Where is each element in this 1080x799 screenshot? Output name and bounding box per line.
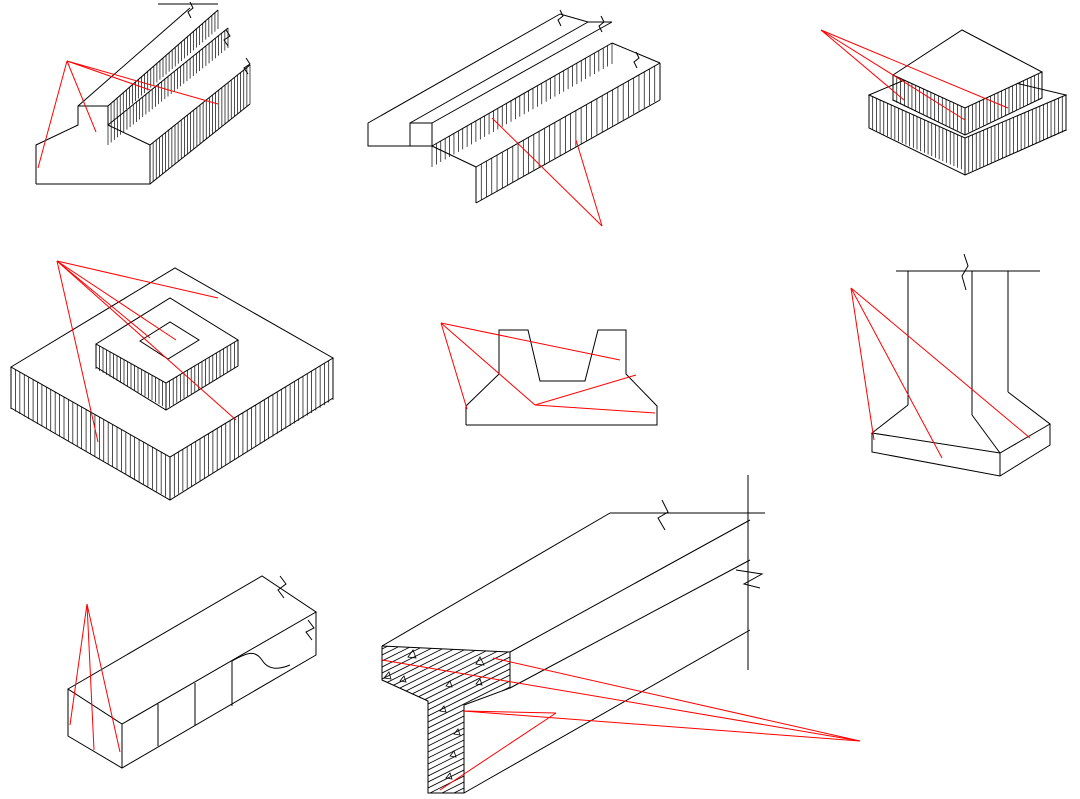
leader-lines (440, 322, 656, 414)
leader-lines (69, 603, 121, 753)
leader-lines (381, 657, 861, 791)
hatch-line (382, 646, 510, 793)
hatch-line (463, 646, 510, 793)
leader-lines (820, 29, 1009, 121)
hatch-line (499, 646, 510, 793)
strip-front-section (35, 105, 151, 185)
panel-grooved-slab-foundation (367, 9, 661, 227)
hatch-line (382, 646, 510, 793)
panel-two-step-pad-foundation (820, 29, 1068, 176)
break-mark (187, 1, 251, 75)
hatch-line (439, 646, 510, 793)
hatch-line (382, 646, 510, 793)
hatch-line (382, 646, 510, 793)
hatch-line (382, 646, 457, 793)
hatch-line (382, 646, 510, 793)
hatch-line (391, 646, 510, 793)
leader-lines (850, 287, 1031, 459)
hatch-line (382, 646, 510, 793)
hatch-line (382, 646, 510, 793)
hatch-line (382, 646, 510, 793)
hatch-line (0, 600, 324, 799)
hatch-line (382, 646, 510, 793)
box-outline (67, 575, 317, 769)
leader-lines (491, 117, 603, 227)
hatch-line (382, 646, 510, 793)
hatch-line (382, 646, 510, 793)
hatch-line (382, 646, 481, 793)
t-beam-outline (381, 645, 511, 794)
slab-hatching (431, 43, 661, 203)
hatch-line (0, 600, 300, 799)
socket-opening (139, 321, 200, 360)
slab-front-profile (367, 122, 477, 203)
hatch-line (382, 646, 421, 793)
hatch-line (382, 646, 385, 793)
hatch-line (0, 600, 312, 799)
hatch-line (0, 600, 360, 799)
hatch-line (382, 646, 510, 793)
footing (870, 391, 1051, 477)
section-hatching (0, 600, 510, 799)
hatch-line (382, 646, 510, 793)
hatch-line (382, 646, 510, 793)
strip-receding-edges (77, 3, 251, 185)
column (896, 253, 1040, 415)
socket-hatching (10, 340, 334, 499)
break-mark (557, 9, 640, 69)
panel-t-beam-section (0, 475, 861, 799)
pad-hatching (868, 72, 1067, 174)
panel-column-on-tapered-footing (850, 253, 1051, 477)
hatch-line (382, 646, 510, 793)
hatch-line (382, 646, 445, 793)
slab-receding-edges (367, 13, 661, 204)
hatch-line (382, 646, 397, 793)
leader-lines (37, 60, 219, 169)
hatch-line (451, 646, 510, 793)
hatch-line (382, 646, 510, 793)
hatch-line (487, 646, 510, 793)
cutaway-diaphragms (157, 652, 291, 746)
hatch-line (382, 646, 510, 793)
panel-stepped-strip-foundation (35, 1, 251, 185)
hatch-line (382, 646, 510, 793)
hatch-line (382, 646, 510, 793)
aggregate-marks (383, 649, 485, 780)
panel-cup-socket-pad-foundation (10, 260, 334, 501)
t-beam-receding-edges (381, 475, 765, 794)
hatch-line (382, 646, 493, 793)
panel-double-trough-section (440, 322, 658, 426)
strip-hatching (107, 10, 251, 184)
hatch-line (382, 646, 469, 793)
leader-lines (56, 260, 237, 443)
hatch-line (0, 600, 348, 799)
hatch-line (382, 646, 510, 793)
panel-box-beam-with-diaphragms (67, 575, 317, 769)
